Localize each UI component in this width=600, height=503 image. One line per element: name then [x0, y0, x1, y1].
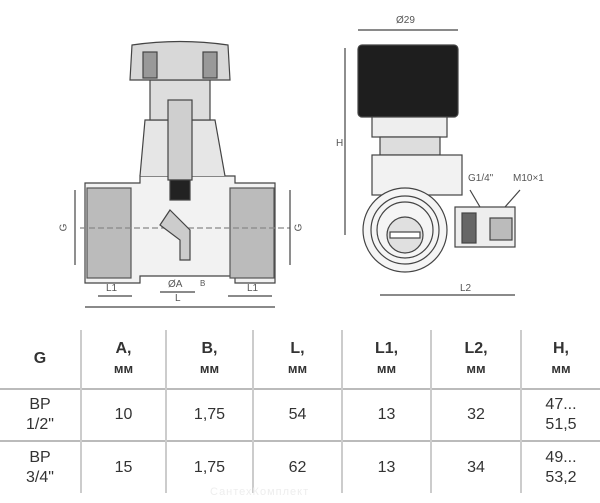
- cell-a: 10: [80, 389, 166, 441]
- cell-l2: 34: [430, 441, 521, 493]
- header-l1: L1,мм: [341, 330, 431, 389]
- header-g: G: [33, 350, 47, 367]
- side-view: [344, 29, 521, 296]
- cell-l: 62: [252, 441, 342, 493]
- cell-b: 1,75: [165, 389, 253, 441]
- header-l2: L2,мм: [430, 330, 521, 389]
- cell-a: 15: [80, 441, 166, 493]
- dimension-label-l: L: [175, 293, 181, 304]
- dimension-label-l2: L2: [460, 283, 472, 294]
- dimension-label-diameter-a: ØA: [168, 279, 183, 290]
- valve-technical-drawing: [74, 29, 521, 308]
- header-a: A,мм: [80, 330, 166, 389]
- dimension-label-g-right: G: [293, 223, 305, 232]
- dimension-label-g1-4: G1/4": [468, 173, 494, 184]
- dimension-label-m10x1: M10×1: [513, 173, 544, 184]
- cell-l: 54: [252, 389, 342, 441]
- dimension-label-l1-left: L1: [106, 283, 118, 294]
- dimension-label-b: B: [200, 279, 206, 288]
- cell-l2: 32: [430, 389, 521, 441]
- dimension-label-l1-right: L1: [247, 283, 259, 294]
- table-header-row: G A,мм B,мм L,мм L1,мм L2,мм H,мм: [0, 330, 600, 389]
- cell-h: 49...53,2: [520, 441, 600, 493]
- cell-l1: 13: [341, 389, 431, 441]
- header-b: B,мм: [165, 330, 253, 389]
- dimension-label-g-left: G: [58, 223, 70, 232]
- watermark: СантехКомплект: [210, 486, 310, 498]
- header-l: L,мм: [252, 330, 342, 389]
- dimension-label-h: H: [336, 138, 344, 149]
- section-view: [74, 40, 291, 308]
- dimension-label-diameter-29: Ø29: [396, 15, 415, 26]
- cell-b: 1,75: [165, 441, 253, 493]
- header-h: H,мм: [520, 330, 600, 389]
- cell-h: 47...51,5: [520, 389, 600, 441]
- cell-l1: 13: [341, 441, 431, 493]
